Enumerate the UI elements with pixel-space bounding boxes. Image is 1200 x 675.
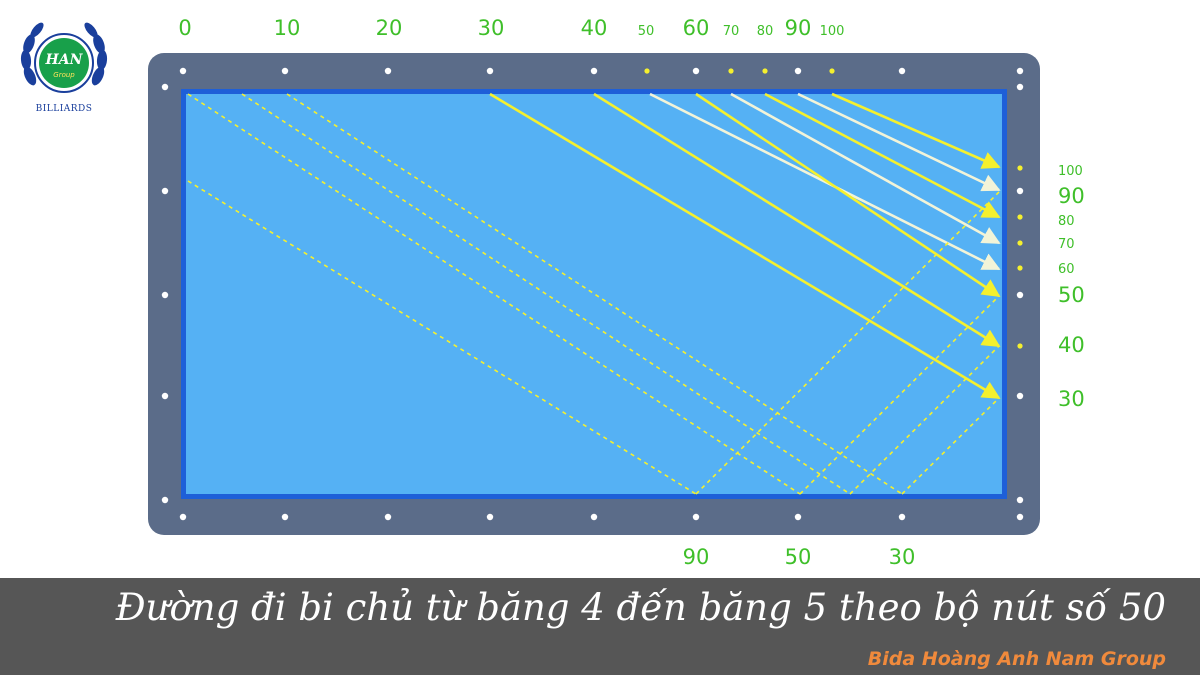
- right-diamond-1: [1016, 187, 1024, 195]
- top-label-50: 50: [638, 24, 655, 39]
- right-label-80: 80: [1058, 214, 1075, 229]
- top-diamond-0: [179, 67, 187, 75]
- dashed-path-c: [286, 93, 903, 495]
- left-diamond-0: [161, 83, 169, 91]
- path-100: [831, 92, 1001, 169]
- left-diamond-2: [161, 291, 169, 299]
- brand-name: Bida Hoàng Anh Nam Group: [867, 648, 1166, 670]
- top-label-20: 20: [376, 16, 403, 40]
- bottom-diamond-7: [898, 513, 906, 521]
- right-label-70: 70: [1058, 237, 1075, 252]
- right-half-diamond-2: [1017, 240, 1023, 246]
- top-label-80: 80: [757, 24, 774, 39]
- top-diamond-6: [794, 67, 802, 75]
- top-diamond-4: [590, 67, 598, 75]
- right-label-40: 40: [1058, 333, 1085, 357]
- top-rail-labels: 0 10 20 30 40 50 60 70 80 90 100: [178, 16, 844, 40]
- right-diamond-0: [1016, 83, 1024, 91]
- right-half-diamond-3: [1017, 265, 1023, 271]
- left-diamond-4: [161, 496, 169, 504]
- rebound-path-50: [799, 295, 1000, 495]
- top-half-diamond-3: [829, 68, 835, 74]
- top-half-diamond-2: [762, 68, 768, 74]
- right-rail-labels: 100 90 80 70 60 50 40 30: [1058, 164, 1085, 411]
- top-label-0: 0: [178, 16, 191, 40]
- path-80: [764, 92, 1001, 219]
- top-diamond-5: [692, 67, 700, 75]
- bottom-rail-labels: 90 50 30: [683, 545, 916, 569]
- diagram-caption: Đường đi bi chủ từ băng 4 đến băng 5 the…: [115, 586, 1166, 629]
- bottom-diamond-1: [281, 513, 289, 521]
- right-diamond-2: [1016, 291, 1024, 299]
- rebound-path-30: [901, 397, 1000, 495]
- logo-caption: BILLIARDS: [35, 104, 93, 114]
- top-diamond-1: [281, 67, 289, 75]
- bottom-diamond-2: [384, 513, 392, 521]
- bottom-label-50: 50: [785, 545, 812, 569]
- bottom-diamond-3: [486, 513, 494, 521]
- top-label-60: 60: [683, 16, 710, 40]
- bottom-diamond-4: [590, 513, 598, 521]
- rebound-path-40: [849, 345, 1000, 495]
- laurel-emblem-icon: HAN Group: [20, 22, 108, 93]
- logo-emblem-text: HAN: [45, 52, 84, 68]
- path-90: [797, 92, 1001, 192]
- top-diamond-3: [486, 67, 494, 75]
- rail-diamonds: [161, 67, 1024, 521]
- table-cloth: [186, 94, 1002, 494]
- bottom-diamond-0: [179, 513, 187, 521]
- logo: HAN Group: [14, 18, 114, 118]
- path-60: [695, 92, 1001, 298]
- top-label-40: 40: [581, 16, 608, 40]
- top-label-70: 70: [723, 24, 740, 39]
- right-label-30: 30: [1058, 387, 1085, 411]
- bottom-label-90: 90: [683, 545, 710, 569]
- path-30: [489, 92, 1001, 400]
- top-half-diamond-0: [644, 68, 650, 74]
- dashed-path-b: [241, 93, 851, 495]
- right-label-50: 50: [1058, 283, 1085, 307]
- path-40: [593, 92, 1001, 348]
- right-diamond-4: [1016, 496, 1024, 504]
- top-label-30: 30: [478, 16, 505, 40]
- top-label-10: 10: [274, 16, 301, 40]
- left-diamond-1: [161, 187, 169, 195]
- right-label-100: 100: [1058, 164, 1083, 179]
- top-label-100: 100: [820, 24, 845, 39]
- right-label-90: 90: [1058, 184, 1085, 208]
- top-diamond-2: [384, 67, 392, 75]
- dashed-path-d: [187, 180, 697, 495]
- dashed-path-a: [187, 93, 801, 495]
- right-half-diamond-4: [1017, 343, 1023, 349]
- footer-bar: Đường đi bi chủ từ băng 4 đến băng 5 the…: [0, 578, 1200, 675]
- bottom-label-30: 30: [889, 545, 916, 569]
- ball-paths: [187, 92, 1001, 495]
- right-half-diamond-1: [1017, 214, 1023, 220]
- right-label-60: 60: [1058, 262, 1075, 277]
- top-label-90: 90: [785, 16, 812, 40]
- bottom-diamond-5: [692, 513, 700, 521]
- path-50: [649, 92, 1001, 271]
- top-diamond-8: [1016, 67, 1024, 75]
- top-half-diamond-1: [728, 68, 734, 74]
- path-70: [730, 92, 1001, 245]
- right-half-diamond-0: [1017, 165, 1023, 171]
- billiard-table-diagram: 0 10 20 30 40 50 60 70 80 90 100 100 90 …: [148, 16, 1085, 569]
- left-diamond-3: [161, 392, 169, 400]
- top-diamond-7: [898, 67, 906, 75]
- logo-group-text: Group: [53, 71, 75, 79]
- bottom-diamond-8: [1016, 513, 1024, 521]
- bottom-diamond-6: [794, 513, 802, 521]
- right-diamond-3: [1016, 392, 1024, 400]
